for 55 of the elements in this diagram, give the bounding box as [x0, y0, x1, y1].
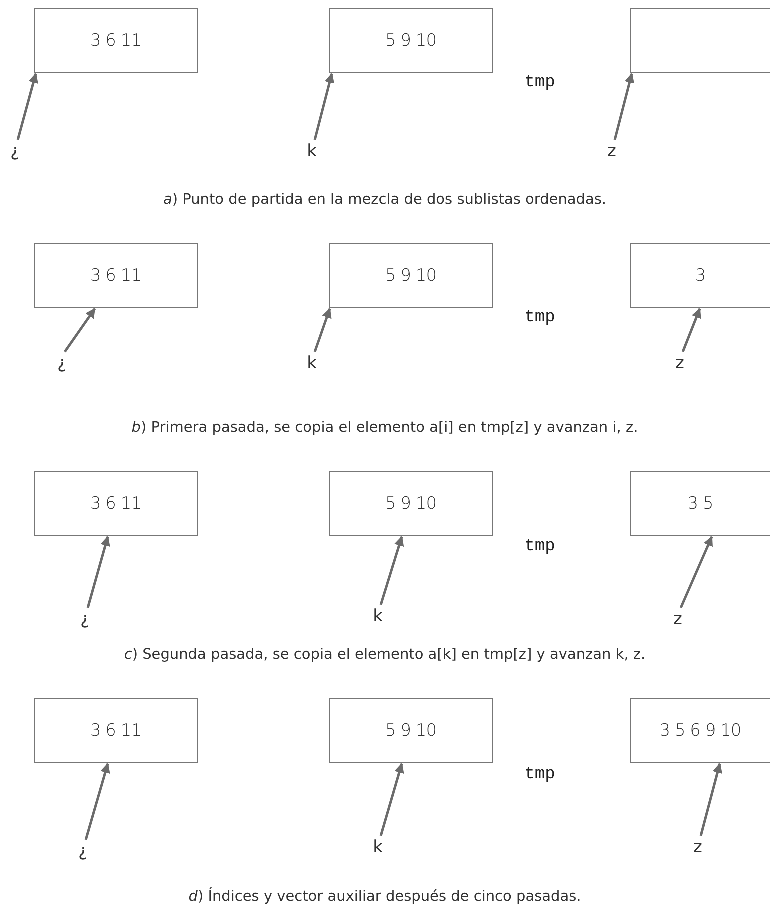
array-values: 5 9 10: [385, 266, 437, 286]
caption: b) Primera pasada, se copia el elemento a[i] en tmp[z] y avanzan i, z.: [130, 420, 640, 436]
index-label: ¿: [80, 612, 90, 628]
variable-name: tmp: [524, 766, 556, 784]
index-label: k: [307, 144, 317, 160]
array-box: [630, 471, 770, 536]
index-label: k: [373, 840, 383, 856]
array-box: [630, 8, 770, 73]
arrow: [314, 73, 335, 140]
arrow: [380, 536, 404, 606]
array-box: [34, 243, 198, 308]
array-values: 3 6 11: [90, 494, 142, 514]
index-label: k: [373, 608, 383, 626]
array-values: 3 6 11: [90, 266, 142, 286]
arrow: [314, 308, 332, 352]
variable-name: tmp: [524, 538, 556, 556]
array-values: 5 9 10: [385, 30, 437, 50]
caption: c) Segunda pasada, se copia el elemento a[k] en tmp[z] y avanzan k, z.: [123, 647, 647, 663]
variable-name: tmp: [524, 74, 556, 92]
index-label: z: [676, 356, 684, 372]
index-label: ¿: [10, 144, 20, 160]
array-box: [329, 698, 493, 763]
caption: d) Índices y vector auxiliar después de cinco pasadas.: [188, 889, 582, 905]
array-box: [34, 698, 198, 763]
index-label: ¿: [57, 356, 67, 372]
arrow: [682, 308, 702, 352]
index-label: ¿: [78, 844, 88, 860]
caption: a) Punto de partida en la mezcla de dos sublistas ordenadas.: [162, 192, 608, 208]
variable-name: tmp: [524, 308, 556, 328]
index-label: z: [608, 144, 616, 160]
array-box: [34, 8, 198, 73]
array-values: 5 9 10: [385, 720, 437, 740]
arrow: [84, 763, 110, 840]
arrow: [16, 73, 38, 140]
array-values: 3 5 6 9 10: [660, 720, 742, 740]
array-values: 5 9 10: [385, 494, 437, 514]
index-label: z: [674, 612, 682, 628]
array-box: [329, 471, 493, 536]
array-box: [329, 243, 493, 308]
array-values: 3 6 11: [90, 720, 142, 740]
arrow: [680, 536, 714, 608]
arrow: [64, 308, 96, 353]
index-label: z: [694, 840, 702, 856]
arrow: [380, 763, 404, 836]
array-box: [630, 698, 770, 763]
index-label: k: [307, 356, 317, 372]
arrow: [614, 73, 635, 140]
array-values: 3: [695, 266, 706, 286]
array-values: 3 6 11: [90, 30, 142, 50]
array-values: 3 5: [688, 494, 714, 514]
array-box: [630, 243, 770, 308]
array-box: [329, 8, 493, 73]
arrow: [700, 763, 723, 836]
array-box: [34, 471, 198, 536]
arrow: [86, 536, 110, 608]
